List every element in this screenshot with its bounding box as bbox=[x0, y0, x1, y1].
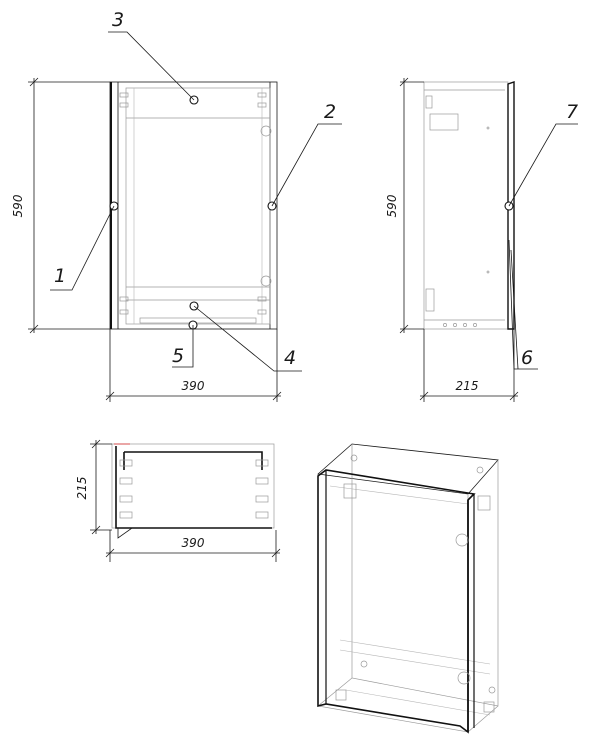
side-view-body bbox=[423, 81, 509, 330]
top-depth-dimension: 215 bbox=[75, 439, 112, 535]
callout-4: 4 bbox=[284, 347, 296, 369]
top-width-dimension: 390 bbox=[105, 530, 281, 562]
callout-5: 5 bbox=[172, 345, 184, 367]
top-width-label: 390 bbox=[182, 536, 205, 550]
top-view-section bbox=[115, 446, 272, 529]
front-height-dimension: 590 bbox=[11, 77, 110, 334]
callout-2: 2 bbox=[324, 101, 336, 123]
front-height-label: 590 bbox=[11, 194, 25, 217]
callout-3: 3 bbox=[112, 9, 124, 31]
front-width-label: 390 bbox=[182, 379, 205, 393]
front-view-outline bbox=[109, 81, 278, 330]
front-view-back-panel bbox=[125, 87, 271, 325]
callout-7: 7 bbox=[566, 101, 578, 123]
side-depth-dimension: 215 bbox=[419, 329, 519, 402]
callout-6: 6 bbox=[521, 347, 533, 369]
isometric-view bbox=[317, 443, 499, 734]
top-view-outline bbox=[111, 443, 275, 529]
side-depth-label: 215 bbox=[456, 379, 479, 393]
side-view: 590 215 7 6 bbox=[385, 77, 578, 402]
side-height-dimension: 590 bbox=[385, 77, 424, 334]
iso-top-face bbox=[317, 443, 499, 495]
front-view: 590 390 1 2 3 4 5 bbox=[11, 9, 342, 402]
iso-door bbox=[317, 469, 476, 734]
top-view: 215 390 bbox=[75, 439, 281, 562]
callout-1: 1 bbox=[54, 265, 66, 287]
top-depth-label: 215 bbox=[75, 477, 89, 500]
front-width-dimension: 390 bbox=[105, 329, 282, 402]
side-height-label: 590 bbox=[385, 194, 399, 217]
